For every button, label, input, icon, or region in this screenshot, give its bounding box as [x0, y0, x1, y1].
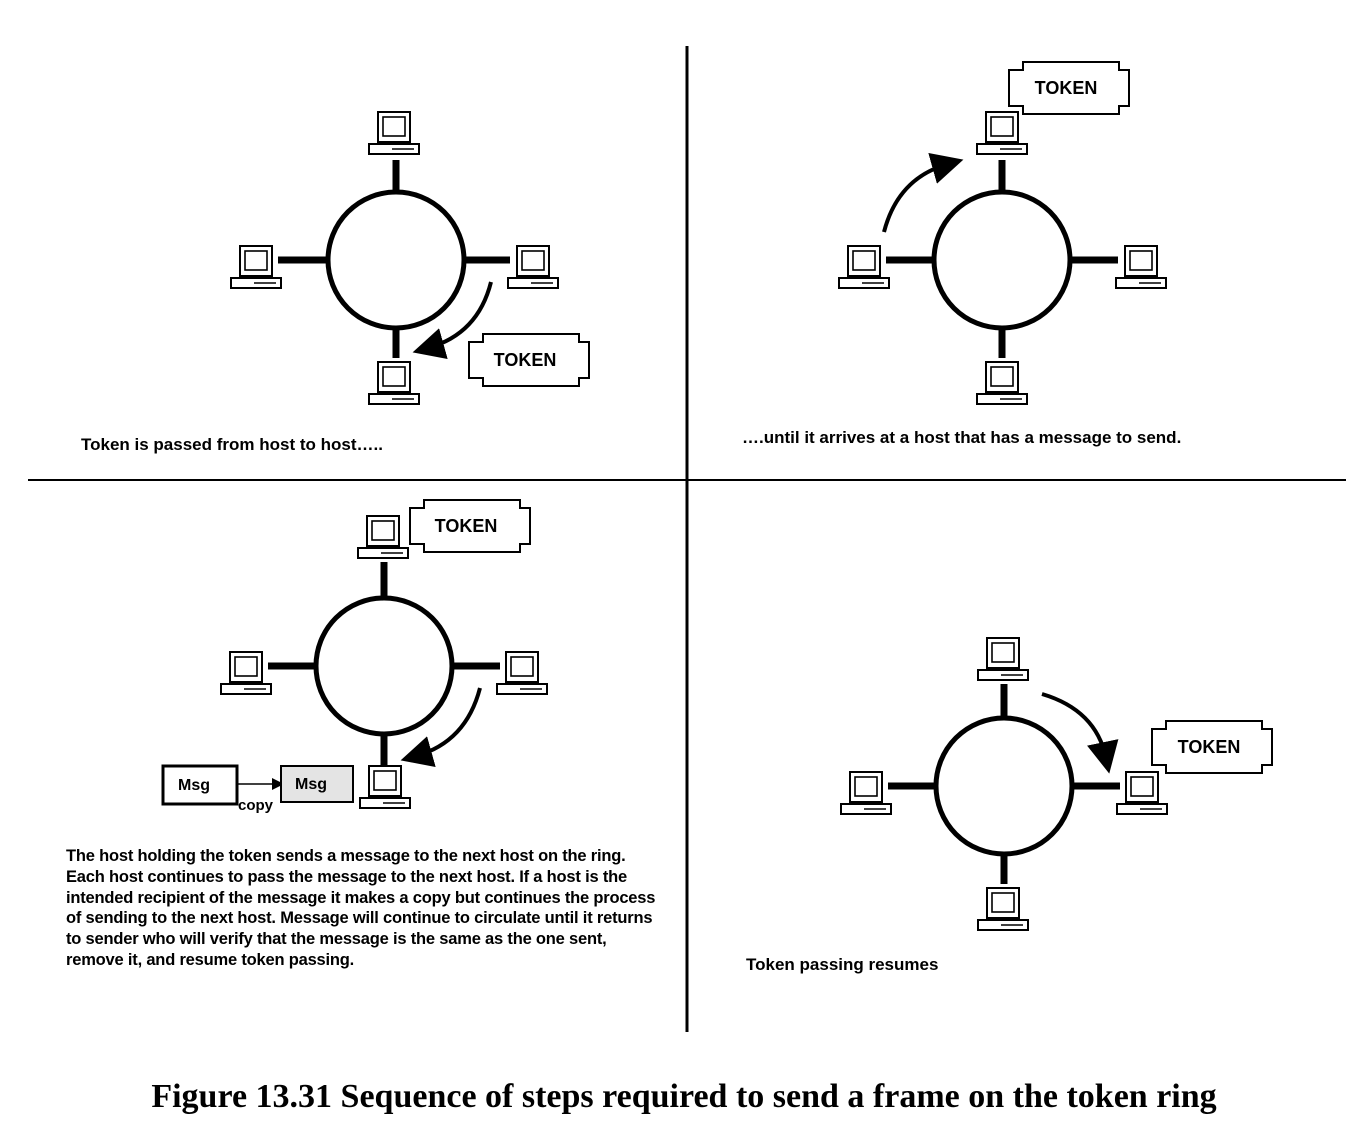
computer-icon	[977, 637, 1029, 681]
panel-3: TOKEN Msg Msg copy	[161, 499, 548, 814]
panel-3-caption: The host holding the token sends a messa…	[66, 847, 656, 969]
panel-1: TOKEN Token is passed from host to host……	[81, 111, 590, 454]
ring	[933, 715, 1075, 857]
msg-label: Msg	[178, 777, 210, 794]
computer-icon	[507, 245, 559, 289]
token-label: TOKEN	[494, 350, 557, 370]
computer-icon	[368, 111, 420, 155]
computer-icon	[357, 515, 409, 559]
panel-2-caption: ….until it arrives at a host that has a …	[742, 428, 1181, 447]
msg-copy-box	[280, 765, 354, 803]
arrow-icon	[1041, 692, 1119, 774]
ring	[931, 189, 1073, 331]
computer-icon	[496, 651, 548, 695]
computer-icon	[976, 361, 1028, 405]
figure-caption: Figure 13.31 Sequence of steps required …	[151, 1078, 1217, 1115]
ring	[313, 595, 455, 737]
computer-icon	[230, 245, 282, 289]
computer-icon	[976, 111, 1028, 155]
arrow-icon	[412, 281, 493, 360]
computer-icon	[977, 887, 1029, 931]
token-label: TOKEN	[1035, 78, 1098, 98]
computer-icon	[838, 245, 890, 289]
computer-icon	[840, 771, 892, 815]
computer-icon	[1116, 771, 1168, 815]
ring	[325, 189, 467, 331]
panel-4: TOKEN Token passing resumes	[746, 637, 1273, 974]
computer-icon	[368, 361, 420, 405]
panel-1-caption: Token is passed from host to host…..	[81, 435, 383, 454]
token-label: TOKEN	[435, 516, 498, 536]
copy-label: copy	[238, 797, 274, 814]
panel-2: TOKEN ….until it arrives at a host that …	[742, 61, 1181, 447]
computer-icon	[1115, 245, 1167, 289]
panel-4-caption: Token passing resumes	[746, 955, 938, 974]
msg-box	[161, 764, 239, 806]
token-label: TOKEN	[1178, 737, 1241, 757]
arrow-icon	[882, 152, 964, 233]
arrow-icon	[400, 687, 482, 768]
msg-copy-label: Msg	[295, 776, 327, 793]
computer-icon	[359, 765, 411, 809]
computer-icon	[220, 651, 272, 695]
